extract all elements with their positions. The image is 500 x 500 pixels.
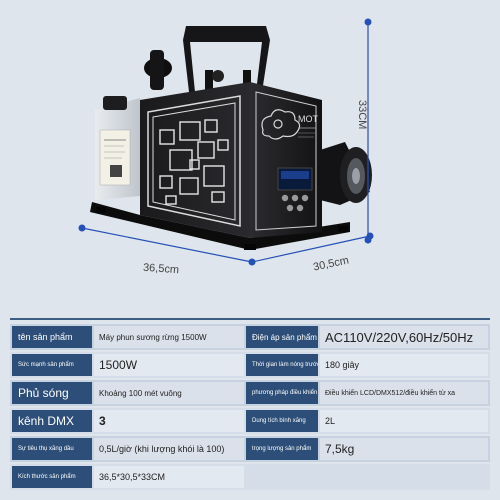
- spec-value: Khoảng 100 mét vuông: [94, 382, 244, 404]
- spec-value: 7,5kg: [320, 438, 488, 460]
- svg-text:MOT: MOT: [298, 114, 318, 124]
- spec-row: kênh DMX 3 Dung tích bình xăng 2L: [10, 408, 490, 434]
- height-label: 33CM: [356, 100, 368, 130]
- spec-value: 180 giây: [320, 354, 488, 376]
- spec-label: Điện áp sản phẩm: [246, 326, 318, 348]
- spec-value: AC110V/220V,60Hz/50Hz: [320, 326, 488, 348]
- fog-machine-illustration: MOT: [78, 18, 374, 266]
- spec-value: 0,5L/giờ (khi lượng khói là 100): [94, 438, 244, 460]
- spec-label: trọng lượng sản phẩm: [246, 438, 318, 460]
- spec-label: Phủ sóng: [12, 382, 92, 404]
- spec-value: Máy phun sương rừng 1500W: [94, 326, 244, 348]
- spec-value: 36,5*30,5*33CM: [94, 466, 244, 488]
- spec-label: Dung tích bình xăng: [246, 410, 318, 432]
- spec-label: phương pháp điều khiển: [246, 382, 318, 404]
- spec-label: Thời gian làm nóng trước: [246, 354, 318, 376]
- spec-label: tên sản phẩm: [12, 326, 92, 348]
- spec-row: tên sản phẩm Máy phun sương rừng 1500W Đ…: [10, 324, 490, 350]
- spec-label: Sự tiêu thụ xăng dầu: [12, 438, 92, 460]
- spec-value: Điều khiển LCD/DMX512/điều khiển từ xa: [320, 382, 488, 404]
- spec-table: tên sản phẩm Máy phun sương rừng 1500W Đ…: [10, 318, 490, 490]
- spec-row: Kích thước sản phẩm 36,5*30,5*33CM: [10, 464, 490, 490]
- spec-label: Sức mạnh sản phẩm: [12, 354, 92, 376]
- spec-value: 2L: [320, 410, 488, 432]
- spec-row: Sức mạnh sản phẩm 1500W Thời gian làm nó…: [10, 352, 490, 378]
- spec-label: Kích thước sản phẩm: [12, 466, 92, 488]
- spec-value: 3: [94, 410, 244, 432]
- depth-guide: [251, 232, 374, 263]
- product-photo: MOT: [78, 18, 374, 277]
- spec-value: 1500W: [94, 354, 244, 376]
- width-label: 36,5cm: [142, 261, 180, 277]
- spec-row: Sự tiêu thụ xăng dầu 0,5L/giờ (khi lượng…: [10, 436, 490, 462]
- height-guide: [364, 18, 372, 244]
- spec-label: kênh DMX: [12, 410, 92, 432]
- spec-row: Phủ sóng Khoảng 100 mét vuông phương phá…: [10, 380, 490, 406]
